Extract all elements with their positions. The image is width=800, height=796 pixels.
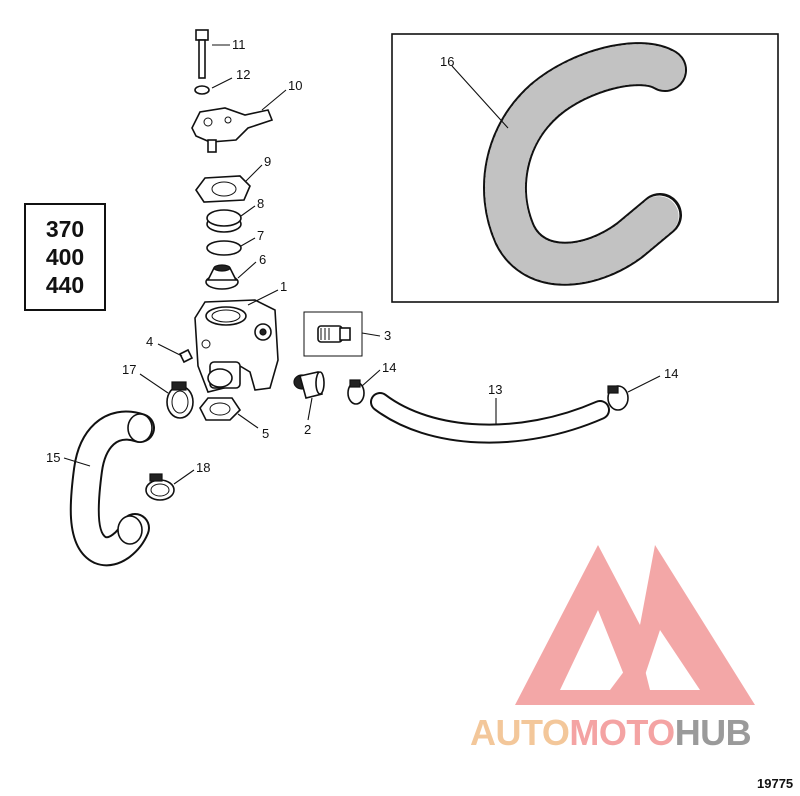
clamp-14-left [347, 379, 365, 405]
callout-14-right: 14 [664, 366, 678, 381]
thermostat-6 [205, 264, 239, 290]
callout-7: 7 [257, 228, 264, 243]
watermark-logo [515, 545, 755, 705]
model-370: 370 [45, 216, 85, 242]
seal-7 [206, 240, 242, 256]
callout-2: 2 [304, 422, 311, 437]
callout-11: 11 [232, 37, 246, 52]
leader-16 [451, 65, 509, 129]
callout-13: 13 [488, 382, 502, 397]
engine-model-box: 370 400 440 [24, 203, 106, 311]
figure-number: 19775 [757, 776, 794, 791]
callout-10: 10 [288, 78, 302, 93]
watermark-auto: AUTO [470, 712, 570, 753]
leader-lines [63, 44, 661, 485]
model-400: 400 [45, 244, 85, 270]
hose-13 [370, 392, 610, 444]
callout-3: 3 [384, 328, 391, 343]
bolt-11 [195, 29, 209, 79]
washer-12 [194, 85, 210, 95]
fitting-3 [317, 325, 351, 343]
thermostat-housing-1 [194, 299, 279, 393]
gasket-9 [195, 175, 251, 203]
callout-5: 5 [262, 426, 269, 441]
model-440: 440 [45, 272, 85, 298]
watermark-text: AUTOMOTOHUB [470, 712, 752, 754]
hose-15 [69, 410, 155, 567]
callout-8: 8 [257, 196, 264, 211]
watermark-hub: HUB [674, 712, 752, 753]
ring-8 [206, 209, 242, 233]
callout-4: 4 [146, 334, 153, 349]
gasket-5 [199, 397, 242, 421]
callout-17: 17 [122, 362, 136, 377]
callout-14-left: 14 [382, 360, 396, 375]
clamp-14-right [607, 385, 629, 411]
callout-18: 18 [196, 460, 210, 475]
callout-9: 9 [264, 154, 271, 169]
fitting-box-3 [303, 311, 363, 357]
callout-numbers: 11 12 10 9 8 7 6 1 3 4 17 5 2 14 13 14 1… [46, 37, 678, 475]
callout-15: 15 [46, 450, 60, 465]
callout-12: 12 [236, 67, 250, 82]
plug-4 [178, 348, 194, 364]
callout-6: 6 [259, 252, 266, 267]
fitting-2 [293, 371, 325, 399]
thermostat-cover-10 [191, 107, 274, 153]
clamp-17 [166, 381, 194, 419]
watermark-moto: MOTO [569, 712, 675, 753]
callout-16: 16 [440, 54, 454, 69]
corrugated-hose-16 [483, 42, 687, 286]
inset-frame [391, 33, 779, 303]
clamp-18 [145, 473, 175, 501]
callout-1: 1 [280, 279, 287, 294]
